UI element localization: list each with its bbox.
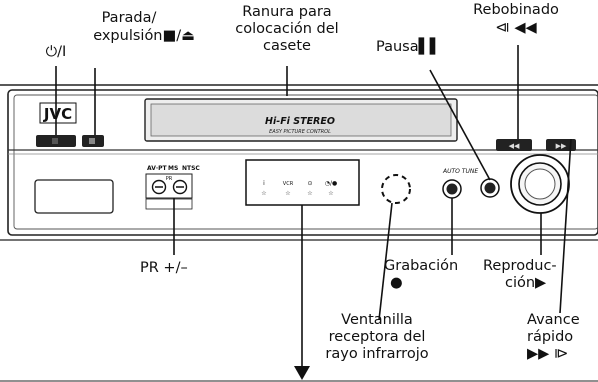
rewind-button[interactable]: [496, 139, 532, 151]
ff-label-3: ▶▶ ⧐: [527, 346, 569, 362]
svg-text:AUTO TUNE: AUTO TUNE: [442, 168, 478, 175]
slot-label-2: colocación del: [235, 21, 339, 37]
ir-window: [381, 174, 411, 204]
record-label-2: ●: [390, 275, 403, 291]
svg-text:⊙: ⊙: [307, 180, 312, 187]
rewind-label-1: Rebobinado: [473, 2, 559, 18]
play-label-2: ción▶: [505, 275, 547, 291]
svg-text:VCR: VCR: [283, 181, 294, 187]
ff-label-2: rápido: [527, 329, 574, 345]
slot-label-3: casete: [263, 38, 311, 54]
ir-label-3: rayo infrarrojo: [325, 346, 429, 362]
callout-lines: [55, 45, 572, 370]
record-label-1: Grabación: [384, 258, 459, 274]
play-label-1: Reproduc-: [483, 258, 557, 274]
svg-text:▶▶: ▶▶: [556, 142, 567, 150]
svg-text:☆: ☆: [307, 190, 312, 197]
svg-text:NTSC: NTSC: [182, 165, 200, 172]
rewind-label-2: ⧏ ◀◀: [495, 20, 537, 36]
stop-eject-label-2: expulsión■/⏏: [93, 28, 195, 44]
pr-buttons-label: PR +/–: [140, 260, 188, 276]
slot-label-1: Ranura para: [242, 4, 332, 20]
ff-label-1: Avance: [527, 312, 580, 328]
svg-text:MS: MS: [168, 165, 178, 172]
pr-panel: AV·PT MS NTSC PR: [145, 165, 200, 210]
front-flap: [34, 179, 114, 214]
cassette-slot[interactable]: Hi-Fi STEREO EASY PICTURE CONTROL: [144, 98, 458, 142]
ir-label-1: Ventanilla: [341, 312, 413, 328]
svg-text:i: i: [263, 180, 265, 187]
fast-forward-button[interactable]: [546, 139, 576, 151]
svg-text:☆: ☆: [328, 190, 333, 197]
svg-text:AV·PT: AV·PT: [147, 165, 168, 172]
pause-label: Pausa▌▌: [376, 39, 441, 55]
svg-text:EASY PICTURE CONTROL: EASY PICTURE CONTROL: [269, 129, 331, 135]
svg-text:JVC: JVC: [43, 105, 72, 123]
svg-text:Hi-Fi STEREO: Hi-Fi STEREO: [265, 116, 335, 127]
power-label: ⏻/I: [45, 44, 67, 60]
svg-text:☆: ☆: [285, 190, 290, 197]
jvc-logo: JVC: [39, 102, 77, 124]
svg-text:◀◀: ◀◀: [509, 142, 520, 150]
svg-text:PR: PR: [166, 176, 173, 182]
down-arrow-icon: [294, 366, 310, 380]
svg-text:◔/●: ◔/●: [325, 180, 338, 187]
svg-text:☆: ☆: [261, 190, 266, 197]
play-button[interactable]: [510, 154, 570, 214]
ir-label-2: receptora del: [328, 329, 426, 345]
stop-eject-label-1: Parada/: [101, 10, 157, 26]
